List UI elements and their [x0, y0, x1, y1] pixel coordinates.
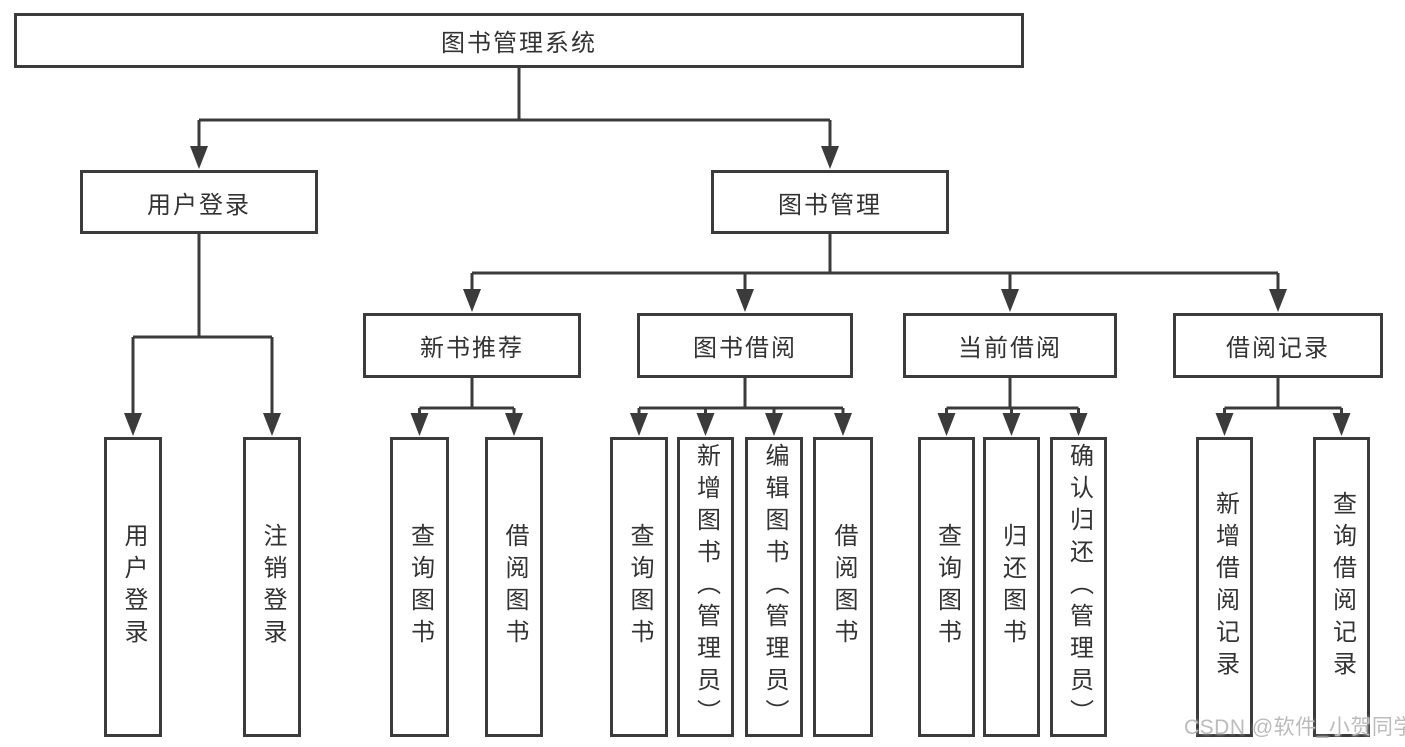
node-label: 借阅图书: [501, 523, 528, 651]
node-root: 图书管理系统: [14, 13, 1024, 68]
node-label: 查询图书: [933, 523, 961, 651]
connector-line: [418, 378, 516, 417]
node-borrow-books-a: 借阅图书: [485, 437, 543, 737]
arrow-down-icon: [505, 413, 523, 436]
node-user-login: 用户登录: [80, 170, 318, 234]
node-edit-books-admin: 编辑图书（管理员）: [745, 437, 803, 737]
node-book-management: 图书管理: [711, 170, 949, 234]
arrow-down-icon: [190, 146, 208, 169]
arrow-down-icon: [124, 413, 142, 436]
arrow-down-icon: [263, 413, 281, 436]
node-new-book-recommend: 新书推荐: [363, 313, 581, 378]
arrow-down-icon: [1069, 413, 1088, 436]
node-confirm-return-admin: 确认归还（管理员）: [1050, 437, 1107, 737]
node-query-books-b: 查询图书: [610, 437, 668, 737]
arrow-down-icon: [937, 413, 956, 436]
arrow-down-icon: [765, 413, 783, 436]
node-label: 图书管理: [778, 191, 882, 219]
node-return-books: 归还图书: [983, 437, 1040, 737]
node-label: 用户登录: [120, 523, 147, 651]
node-label: 新增借阅记录: [1211, 491, 1239, 683]
arrow-down-icon: [1002, 413, 1021, 436]
arrow-down-icon: [1269, 289, 1287, 312]
node-borrow-books-b: 借阅图书: [813, 437, 873, 737]
node-borrowing-records: 借阅记录: [1173, 313, 1383, 378]
node-current-borrowing: 当前借阅: [903, 313, 1117, 378]
node-label: 查询图书: [626, 523, 653, 651]
node-label: 查询图书: [406, 523, 434, 651]
connector-line: [131, 234, 274, 417]
node-query-books-a: 查询图书: [390, 437, 449, 737]
node-label: 借阅记录: [1226, 335, 1330, 362]
node-label: 编辑图书（管理员）: [761, 443, 788, 731]
node-add-books-admin: 新增图书（管理员）: [677, 437, 734, 737]
node-query-borrow-record: 查询借阅记录: [1313, 437, 1370, 737]
connector-line: [637, 378, 845, 417]
arrow-down-icon: [1215, 413, 1234, 436]
connector-line: [945, 378, 1080, 417]
node-label: 新增图书（管理员）: [692, 443, 720, 731]
node-label: 查询借阅记录: [1328, 491, 1356, 683]
arrow-down-icon: [736, 289, 754, 312]
node-add-borrow-record: 新增借阅记录: [1196, 437, 1253, 737]
connector-line: [197, 68, 832, 150]
arrow-down-icon: [463, 289, 481, 312]
node-logout-action: 注销登录: [243, 437, 301, 737]
arrow-down-icon: [821, 146, 839, 169]
node-label: 注销登录: [259, 523, 286, 651]
node-label: 用户登录: [147, 191, 251, 219]
node-label: 借阅图书: [830, 523, 857, 651]
arrow-down-icon: [696, 413, 715, 436]
connector-line: [1223, 378, 1343, 417]
arrow-down-icon: [1332, 413, 1351, 436]
connector-line: [470, 234, 1280, 293]
node-label: 图书借阅: [693, 335, 797, 362]
arrow-down-icon: [1001, 289, 1019, 312]
node-label: 归还图书: [998, 523, 1026, 651]
node-label: 确认归还（管理员）: [1065, 443, 1093, 731]
arrow-down-icon: [630, 413, 648, 436]
node-label: 图书管理系统: [441, 30, 597, 57]
watermark: CSDN @软件_小贺同学: [1184, 716, 1405, 739]
arrow-down-icon: [410, 413, 429, 436]
node-login-action: 用户登录: [104, 437, 162, 737]
node-label: 当前借阅: [958, 335, 1062, 362]
node-query-books-c: 查询图书: [918, 437, 975, 737]
node-book-borrowing: 图书借阅: [637, 313, 853, 378]
node-label: 新书推荐: [420, 335, 524, 362]
arrow-down-icon: [834, 413, 852, 436]
